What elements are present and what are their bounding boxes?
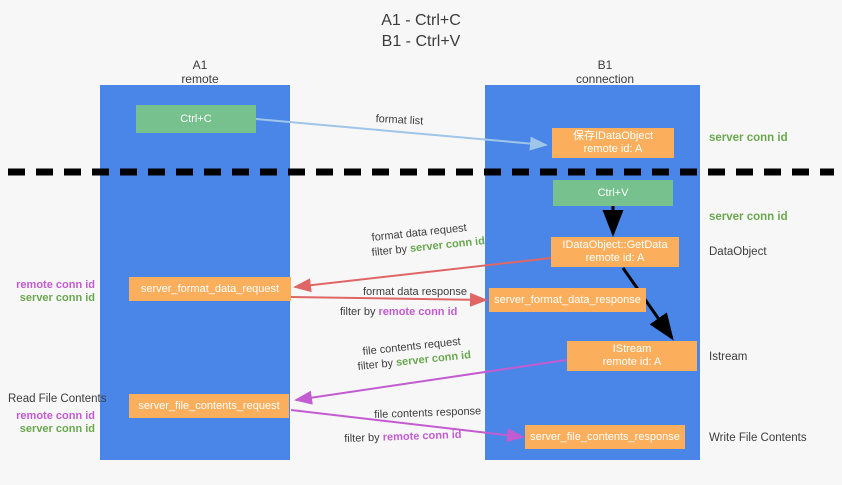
label-file-contents-response: file contents response — [374, 405, 482, 421]
remote-conn-id-text-2: remote conn id — [382, 428, 462, 444]
left-remote-conn-id-1: remote conn id — [16, 279, 95, 291]
box-server-file-contents-request-label: server_file_contents_request — [138, 399, 280, 412]
label-format-data-response: format data response — [363, 286, 467, 298]
box-getdata-line1: IDataObject::GetData — [562, 239, 668, 251]
label-file-contents-response-filter: filter by remote conn id — [344, 428, 462, 446]
box-server-format-data-response-label: server_format_data_response — [494, 293, 641, 306]
box-ctrl-c-label: Ctrl+C — [180, 112, 212, 125]
label-format-list: format list — [375, 112, 424, 128]
filter-by-text-4: filter by — [344, 431, 383, 445]
box-server-file-contents-response-label: server_file_contents_response — [530, 430, 680, 443]
box-istream-line2: remote id: A — [602, 356, 662, 368]
box-save-idataobject[interactable]: 保存IDataObject remote id: A — [552, 128, 674, 158]
box-istream-line1: IStream — [612, 343, 652, 355]
page-title: A1 - Ctrl+C B1 - Ctrl+V — [381, 12, 461, 50]
left-server-conn-id-1: server conn id — [19, 292, 95, 304]
remote-conn-id-text-1: remote conn id — [378, 306, 458, 318]
box-ctrl-v[interactable]: Ctrl+V — [553, 180, 673, 206]
filter-by-text-3: filter by — [357, 356, 397, 373]
box-save-idataobject-line1: 保存IDataObject — [572, 130, 654, 142]
label-format-data-response-filter: filter by remote conn id — [340, 305, 457, 319]
filter-by-text-1: filter by — [371, 242, 411, 259]
right-label-write-file-contents: Write File Contents — [709, 432, 807, 444]
right-label-server-conn-id-second: server conn id — [709, 211, 788, 223]
filter-by-text-2: filter by — [340, 306, 379, 318]
box-save-idataobject-line2: remote id: A — [583, 143, 643, 155]
left-server-conn-id-2: server conn id — [19, 423, 95, 435]
right-label-server-conn-id-top: server conn id — [709, 132, 788, 144]
box-istream[interactable]: IStream remote id: A — [567, 341, 697, 371]
box-ctrl-c[interactable]: Ctrl+C — [136, 105, 256, 133]
left-conn-id-group-2: remote conn id server conn id — [0, 410, 95, 436]
box-ctrl-v-label: Ctrl+V — [597, 186, 629, 199]
box-getdata[interactable]: IDataObject::GetData remote id: A — [551, 237, 679, 267]
left-conn-id-group-1: remote conn id server conn id — [0, 279, 95, 305]
box-server-format-data-request-label: server_format_data_request — [140, 282, 280, 295]
lane-a1-name: A1 — [192, 58, 208, 72]
left-label-read-file-contents: Read File Contents — [8, 393, 107, 405]
left-remote-conn-id-2: remote conn id — [16, 410, 95, 422]
box-getdata-line2: remote id: A — [585, 252, 645, 264]
box-server-file-contents-response[interactable]: server_file_contents_response — [525, 425, 685, 449]
right-label-istream: Istream — [709, 351, 748, 363]
box-server-file-contents-request[interactable]: server_file_contents_request — [129, 394, 289, 418]
box-server-format-data-response[interactable]: server_format_data_response — [489, 288, 646, 312]
right-label-dataobject: DataObject — [709, 246, 767, 258]
box-server-format-data-request[interactable]: server_format_data_request — [129, 277, 291, 301]
lane-b1-sub: connection — [575, 72, 635, 86]
lane-a1-sub: remote — [181, 72, 219, 86]
lane-b1-name: B1 — [597, 58, 613, 72]
